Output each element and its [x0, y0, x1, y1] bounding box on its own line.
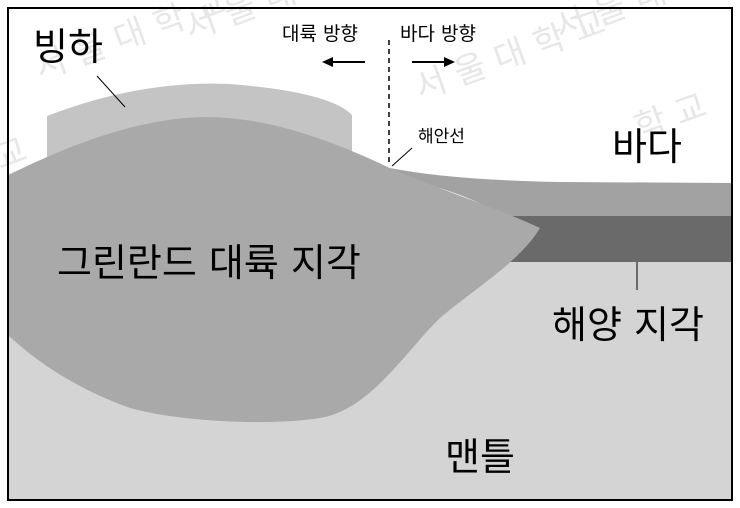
coastline-label: 해안선: [418, 127, 465, 147]
glacier-pointer-line: [96, 75, 126, 108]
sea-label: 바다: [612, 125, 682, 169]
arrow-right-icon: [412, 57, 455, 67]
oceanic-crust-layer: [505, 216, 732, 262]
to-continent-label: 대륙 방향: [282, 23, 358, 45]
arrow-left-icon: [322, 57, 365, 67]
to-sea-label: 바다 방향: [400, 23, 476, 45]
continental-crust-layer: [8, 117, 540, 423]
glacier-label: 빙하: [33, 25, 103, 69]
sea-layer: [390, 168, 732, 216]
mantle-label: 맨틀: [445, 435, 515, 479]
oceanic-crust-label: 해양 지각: [552, 303, 704, 347]
diagram-frame: [7, 7, 733, 501]
continental-crust-label: 그린란드 대륙 지각: [57, 241, 361, 285]
coastline-pointer-line: [391, 147, 413, 167]
